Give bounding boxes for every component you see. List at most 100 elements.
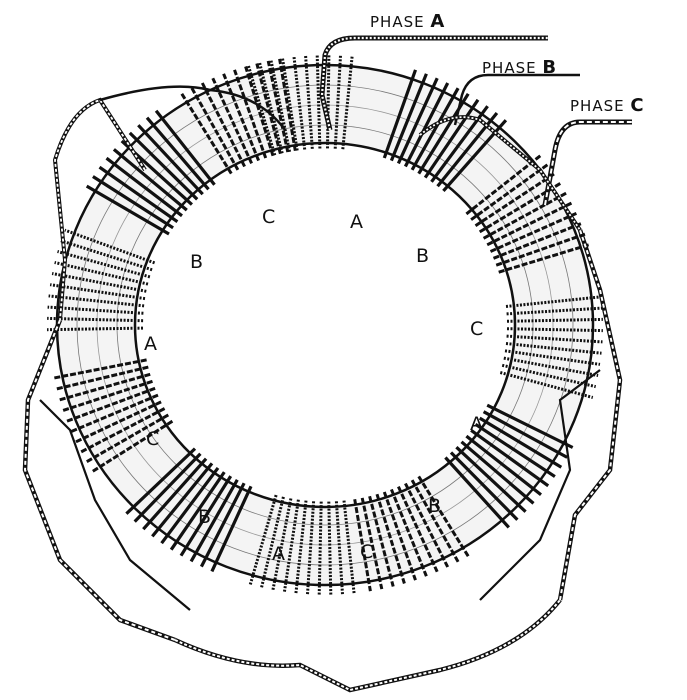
winding-turn bbox=[137, 124, 204, 196]
winding-turn bbox=[455, 446, 527, 513]
winding-turn bbox=[210, 485, 253, 573]
winding-turn bbox=[60, 239, 153, 272]
winding-turn bbox=[292, 56, 307, 150]
phase-c-label: PHASE C bbox=[570, 95, 645, 116]
winding-turn bbox=[169, 471, 226, 551]
winding-turn bbox=[64, 228, 156, 265]
winding-turn bbox=[128, 131, 199, 201]
winding-turn bbox=[317, 501, 323, 595]
winding-turn bbox=[49, 283, 146, 301]
wire-phase-c-outer-fill bbox=[544, 121, 632, 206]
winding-turn bbox=[474, 422, 556, 478]
interconnect-wires bbox=[22, 35, 632, 693]
phase-b-label: PHASE B bbox=[482, 57, 557, 78]
winding-turn bbox=[341, 56, 354, 150]
winding-turn bbox=[233, 69, 268, 159]
phase-labels: PHASE A PHASE B PHASE C bbox=[370, 11, 645, 116]
winding-turn bbox=[326, 55, 331, 149]
winding-turn bbox=[333, 55, 342, 149]
coil-labels: C A B C A B C A B C A B bbox=[144, 206, 483, 565]
wire-inner-right bbox=[479, 369, 601, 601]
winding-turn bbox=[504, 349, 601, 366]
winding-turn bbox=[244, 66, 275, 157]
wire-loop-right-fill bbox=[559, 229, 622, 601]
winding-turn bbox=[51, 272, 147, 293]
winding-turn bbox=[269, 60, 292, 153]
winding-turn bbox=[92, 175, 174, 230]
winding-turn bbox=[258, 62, 284, 154]
winding-turn bbox=[105, 156, 183, 218]
winding-turn bbox=[390, 488, 428, 577]
coil-group bbox=[246, 55, 354, 156]
winding-turn bbox=[189, 479, 239, 563]
winding-turn bbox=[294, 500, 308, 594]
winding-turn bbox=[482, 410, 568, 459]
coil-label-a-left: A bbox=[144, 333, 157, 355]
winding-turn bbox=[389, 73, 428, 162]
coil-label-b-lower-left: B bbox=[198, 506, 211, 528]
winding-turn bbox=[199, 482, 246, 568]
winding-turn bbox=[465, 434, 542, 497]
winding-turn bbox=[460, 440, 535, 505]
winding-turn bbox=[449, 451, 519, 521]
coil-group bbox=[46, 228, 156, 332]
winding-turn bbox=[271, 498, 293, 591]
winding-turn bbox=[266, 60, 290, 153]
winding-turn bbox=[499, 371, 594, 399]
coil-group bbox=[125, 447, 253, 573]
winding-turn bbox=[382, 69, 418, 159]
winding-turn bbox=[486, 403, 574, 449]
winding-turn bbox=[334, 501, 344, 595]
winding-turn bbox=[151, 462, 214, 538]
coil-label-c-bottom: C bbox=[360, 541, 373, 563]
winding-turn bbox=[57, 250, 151, 279]
coil-group bbox=[248, 494, 356, 595]
wire-loop-left-fill bbox=[23, 319, 176, 641]
winding-turn bbox=[306, 501, 316, 595]
coil-label-a-top: A bbox=[350, 211, 363, 233]
coil-label-b-upper-left: B bbox=[190, 251, 203, 273]
wire-loop-top bbox=[99, 85, 287, 131]
coil-label-c-right: C bbox=[470, 318, 483, 340]
winding-turn bbox=[282, 499, 300, 593]
coil-label-c-top: C bbox=[262, 206, 275, 228]
wire-loop-bottom-fill bbox=[174, 599, 561, 692]
winding-turn bbox=[505, 342, 602, 355]
winding-turn bbox=[470, 429, 550, 488]
wire-phase-b-outer bbox=[453, 73, 580, 126]
wire-loop-left-top-fill bbox=[54, 98, 146, 321]
winding-turn bbox=[246, 65, 277, 156]
winding-turn bbox=[125, 447, 197, 515]
winding-turn bbox=[478, 416, 563, 469]
winding-turn bbox=[423, 98, 480, 179]
winding-turn bbox=[342, 500, 356, 594]
winding-turn bbox=[281, 58, 299, 151]
winding-turn bbox=[179, 475, 233, 557]
toroid-core bbox=[55, 63, 595, 587]
winding-turn bbox=[501, 363, 597, 389]
winding-turn bbox=[304, 55, 314, 149]
winding-turn bbox=[410, 87, 460, 171]
winding-turn bbox=[142, 457, 208, 531]
winding-turn bbox=[98, 165, 179, 224]
winding-turn bbox=[506, 317, 603, 323]
coil-label-b-upper-right: B bbox=[416, 245, 429, 267]
winding-turn bbox=[160, 466, 220, 545]
winding-turn bbox=[444, 456, 510, 529]
coil-label-c-left: C bbox=[146, 428, 159, 450]
coil-group bbox=[180, 58, 297, 175]
winding-turn bbox=[505, 295, 602, 308]
winding-turn bbox=[260, 496, 285, 588]
winding-turn bbox=[382, 491, 417, 581]
winding-turn bbox=[503, 356, 599, 377]
winding-turn bbox=[506, 327, 603, 333]
winding-turn bbox=[145, 116, 210, 191]
coil-group bbox=[499, 295, 603, 399]
winding-turn bbox=[368, 495, 395, 587]
winding-turn bbox=[327, 501, 333, 595]
phase-a-label: PHASE A bbox=[370, 11, 445, 32]
winding-turn bbox=[375, 493, 406, 584]
winding-turn bbox=[133, 452, 202, 523]
